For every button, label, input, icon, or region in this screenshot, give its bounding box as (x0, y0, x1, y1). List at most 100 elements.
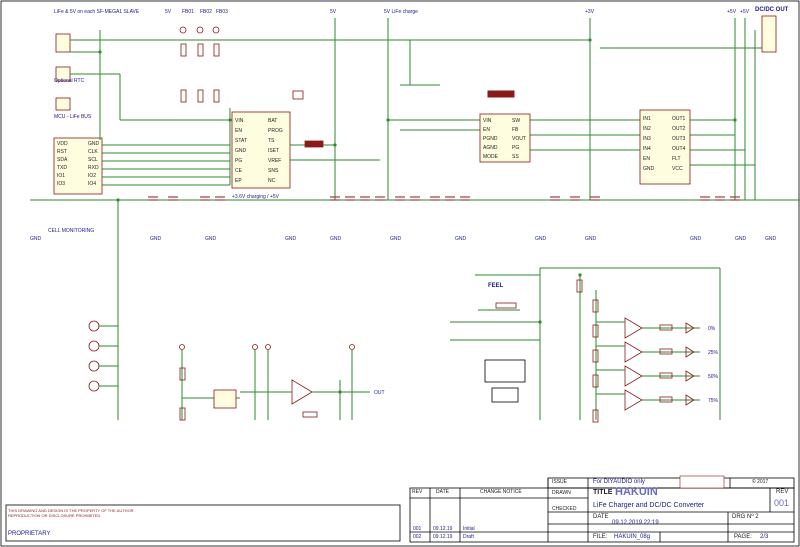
label-ufl: LiFe & 5V on each SF-MEGA1 SLAVE (54, 9, 140, 15)
svg-text:TS: TS (268, 138, 275, 144)
svg-text:BAT: BAT (268, 118, 277, 124)
svg-text:NC: NC (268, 178, 276, 184)
svg-text:PG: PG (235, 158, 242, 164)
svg-text:+5V: +5V (727, 9, 737, 15)
svg-text:VOUT: VOUT (512, 136, 526, 142)
svg-text:GND: GND (765, 236, 777, 242)
rev-col-header: REV (412, 489, 423, 495)
svg-text:GND: GND (585, 236, 597, 242)
svg-text:PGND: PGND (483, 136, 498, 142)
sheet-title: HAKUIN (615, 486, 658, 498)
svg-text:IN4: IN4 (643, 146, 651, 152)
svg-text:CE: CE (235, 168, 243, 174)
svg-text:IN2: IN2 (643, 126, 651, 132)
rev-row-1-change: Initial (463, 526, 475, 532)
svg-text:GND: GND (455, 236, 467, 242)
sheet-subtitle: LiFe Charger and DC/DC Converter (593, 502, 705, 509)
notes-left: THIS DRAWING AND DESIGN IS THE PROPERTY … (8, 508, 135, 518)
page-label: PAGE: (734, 534, 752, 540)
svg-text:AGND: AGND (483, 145, 498, 151)
wires-top (30, 18, 800, 420)
rev-row-2-date: 09.12.19 (433, 534, 453, 540)
svg-text:CLK: CLK (88, 149, 98, 155)
label-rtc: Optional RTC (54, 78, 85, 84)
svg-text:+5V: +5V (740, 9, 750, 15)
test-points (88, 320, 118, 392)
svg-text:50%: 50% (708, 374, 719, 380)
svg-text:GND: GND (330, 236, 342, 242)
rev-row-2-rev: 002 (413, 534, 422, 540)
svg-text:VREF: VREF (268, 158, 281, 164)
net-labels-top: 5V FB01 FB02 FB03 5V 5V LiFe charge +3V … (165, 9, 750, 15)
svg-text:GND: GND (735, 236, 747, 242)
svg-text:EN: EN (235, 128, 242, 134)
rev-row-2-change: Draft (463, 534, 474, 540)
svg-text:GND: GND (690, 236, 702, 242)
svg-text:IO4: IO4 (88, 181, 96, 187)
connector-j1 (55, 33, 71, 111)
copyright: © 2017 (752, 479, 769, 485)
svg-text:FB03: FB03 (216, 9, 228, 15)
capacitor-bank (148, 196, 740, 201)
svg-text:STAT: STAT (235, 138, 247, 144)
file-label: FILE: (593, 534, 608, 540)
svg-text:OUT: OUT (374, 390, 385, 396)
svg-text:FLT: FLT (672, 156, 681, 162)
page-value: 2/3 (760, 534, 769, 540)
svg-text:FB: FB (512, 127, 519, 133)
comparator-ladder: FEEL 0% 25% 50% 75% (450, 267, 721, 423)
svg-text:VIN: VIN (483, 118, 492, 124)
svg-text:VCC: VCC (672, 166, 683, 172)
drawn-label: DRAWN (552, 490, 571, 496)
date-value: 09.12.2019 22:19 (612, 520, 659, 526)
drg-number: DRG Nº 2 (732, 514, 759, 520)
svg-text:IN1: IN1 (643, 116, 651, 122)
svg-text:EN: EN (643, 156, 650, 162)
svg-text:OUT2: OUT2 (672, 126, 686, 132)
svg-text:FB01: FB01 (182, 9, 194, 15)
svg-text:SNS: SNS (268, 168, 279, 174)
svg-text:0%: 0% (708, 326, 716, 332)
for-use-note: For DIYAUDIO only (593, 479, 645, 485)
date-col-header: DATE (436, 489, 449, 495)
label-charging: +3.6V charging / +5V (232, 194, 280, 200)
svg-text:GND: GND (285, 236, 297, 242)
ic-u1 (53, 137, 103, 195)
svg-text:5V: 5V (165, 9, 172, 15)
change-col-header: CHANGE NOTICE (480, 489, 522, 495)
ic-u4 (639, 109, 691, 185)
svg-text:PG: PG (512, 145, 519, 151)
svg-text:SDA: SDA (57, 157, 68, 163)
svg-text:EN: EN (483, 127, 490, 133)
svg-text:SCL: SCL (88, 157, 98, 163)
svg-text:PROG: PROG (268, 128, 283, 134)
svg-text:RST: RST (57, 149, 67, 155)
svg-text:SS: SS (512, 154, 519, 160)
svg-text:VIN: VIN (235, 118, 244, 124)
svg-text:IO2: IO2 (88, 173, 96, 179)
inductor-l2 (487, 90, 515, 98)
svg-text:GND: GND (643, 166, 655, 172)
rev-row-1-rev: 001 (413, 526, 422, 532)
svg-text:FEEL: FEEL (488, 283, 504, 289)
svg-text:GND: GND (235, 148, 247, 154)
svg-text:25%: 25% (708, 350, 719, 356)
connector-dcdc (761, 15, 777, 53)
svg-text:ISET: ISET (268, 148, 279, 154)
ic-u3 (479, 113, 531, 163)
ic-u2-pins: VIN BAT EN PROG STAT TS GND ISET PG VREF CE SN… (235, 118, 283, 184)
svg-text:IO1: IO1 (57, 173, 65, 179)
rev-row-1-date: 09.12.19 (433, 526, 453, 532)
svg-text:RXD: RXD (88, 165, 99, 171)
rev-value: 001 (774, 498, 790, 508)
svg-text:5V LiFe charge: 5V LiFe charge (384, 9, 418, 15)
svg-text:IO3: IO3 (57, 181, 65, 187)
date-label: DATE (593, 514, 609, 520)
ic-u2-charger (231, 111, 291, 189)
svg-text:FB02: FB02 (200, 9, 212, 15)
